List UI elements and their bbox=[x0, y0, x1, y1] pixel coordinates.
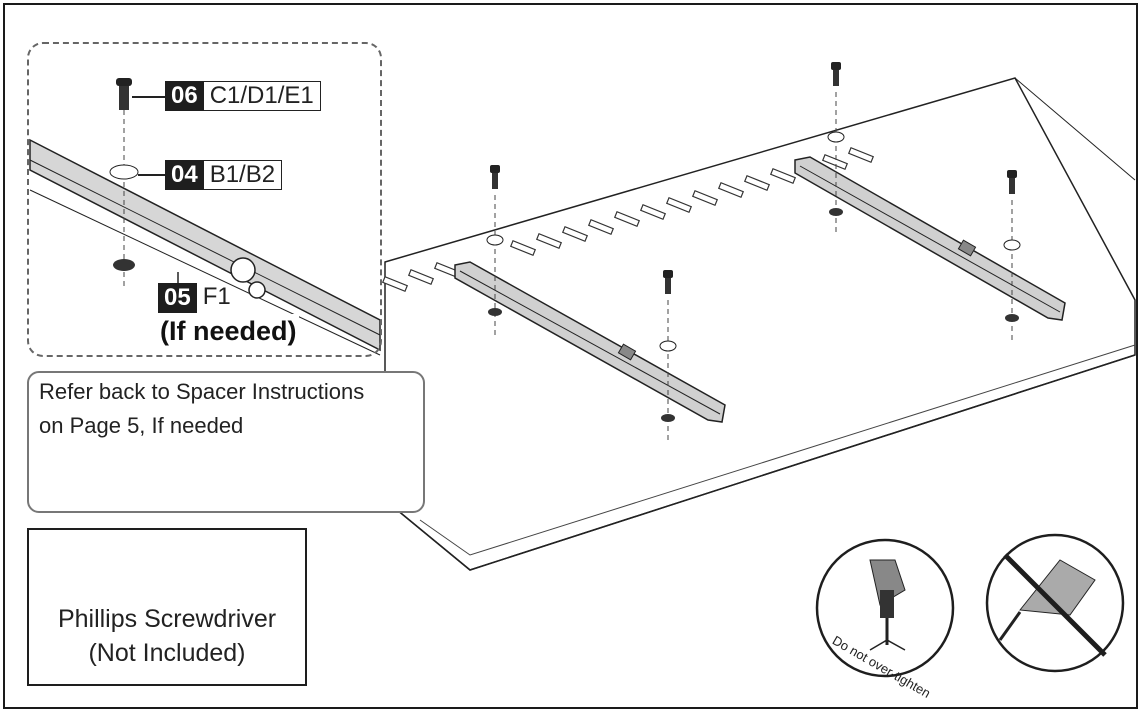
part-label-04: 04 B1/B2 bbox=[165, 160, 283, 190]
part-label-05: 05 F1 bbox=[158, 283, 237, 313]
part-code: 05 bbox=[158, 283, 197, 313]
part-name: F1 bbox=[202, 283, 231, 310]
screw-stack-1 bbox=[486, 165, 504, 335]
if-needed-note: (If needed) bbox=[158, 314, 299, 348]
part-label-06: 06 C1/D1/E1 bbox=[165, 81, 321, 111]
detail-inset bbox=[27, 42, 382, 357]
hand-screwdriver-icon: Do not over-tighten bbox=[815, 538, 955, 701]
tv-back-panel bbox=[384, 77, 1136, 571]
spacer-note-line-1: Refer back to Spacer Instructions bbox=[39, 379, 365, 404]
vent-slots bbox=[381, 146, 875, 293]
screw-stack-4 bbox=[1003, 170, 1021, 340]
bracket-right bbox=[794, 156, 1066, 321]
part-name: B1/B2 bbox=[203, 160, 283, 190]
tool-required-box: Phillips Screwdriver (Not Included) bbox=[27, 528, 307, 686]
bracket-left bbox=[454, 261, 726, 423]
detail-bracket-closeup bbox=[29, 78, 381, 356]
screw-stack-2 bbox=[659, 270, 677, 440]
part-code: 06 bbox=[165, 81, 204, 111]
tool-name: Phillips Screwdriver bbox=[57, 605, 277, 633]
no-power-drill-icon bbox=[985, 533, 1125, 673]
tool-note: (Not Included) bbox=[88, 639, 246, 667]
spacer-instructions-note: Refer back to Spacer Instructions on Pag… bbox=[27, 371, 425, 513]
page-frame bbox=[3, 3, 1138, 709]
part-name: C1/D1/E1 bbox=[203, 81, 321, 111]
part-code: 04 bbox=[165, 160, 204, 190]
spacer-note-line-2: on Page 5, If needed bbox=[39, 413, 244, 438]
spacer-note-text: Refer back to Spacer Instructions on Pag… bbox=[39, 375, 419, 443]
screw-stack-3 bbox=[827, 62, 845, 235]
